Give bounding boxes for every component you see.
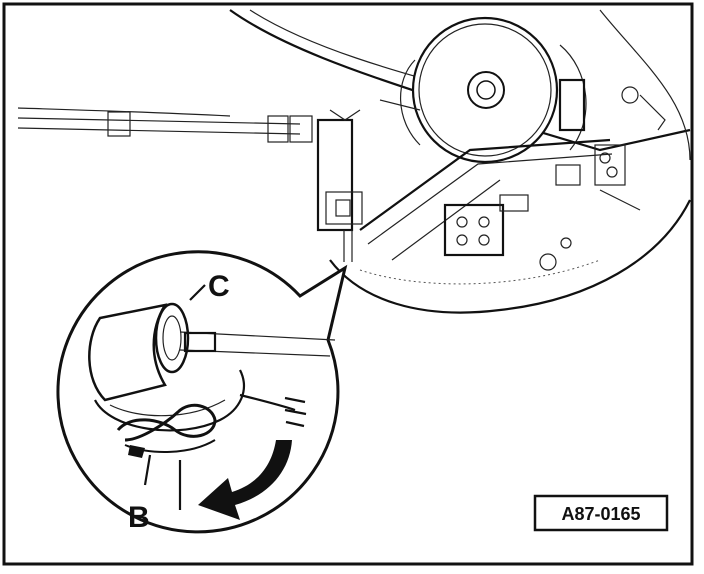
mechanism-assembly — [17, 9, 691, 314]
rotation-arrow — [198, 440, 292, 520]
reference-code-box — [533, 494, 669, 532]
detail-contents — [88, 284, 336, 520]
part-c-body — [88, 303, 168, 402]
part-b-spring — [116, 403, 217, 442]
callout-b: B — [128, 501, 150, 534]
callout-c: C — [208, 270, 230, 303]
reference-code: A87-0165 — [561, 504, 640, 524]
